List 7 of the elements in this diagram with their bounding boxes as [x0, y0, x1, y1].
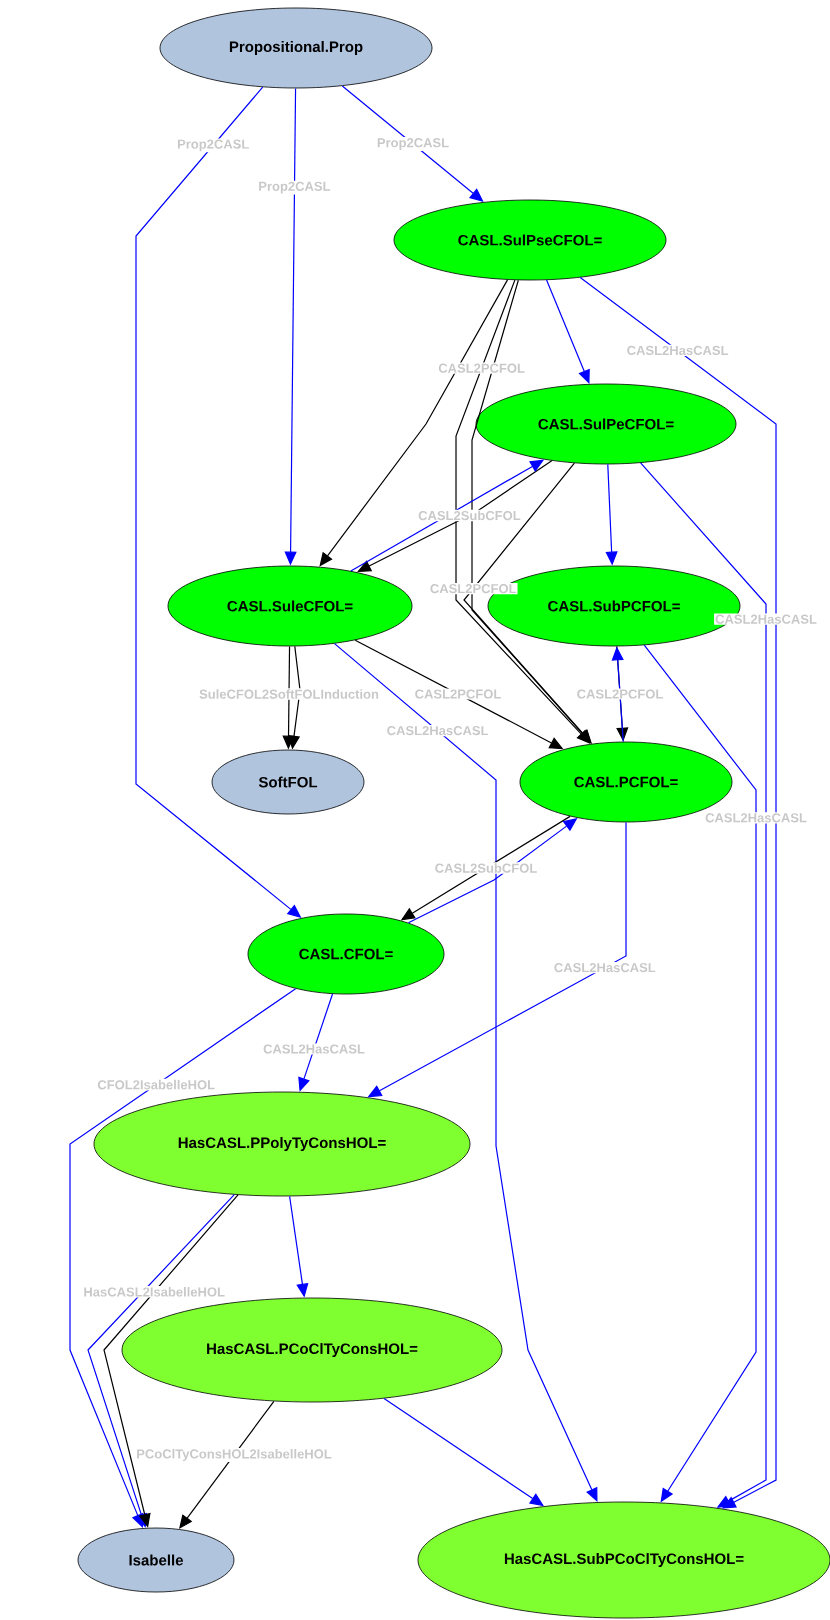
arrow	[319, 279, 509, 567]
arrow	[463, 462, 592, 744]
arrow	[341, 85, 484, 202]
arrow	[579, 276, 777, 1509]
arrow	[179, 1400, 275, 1529]
arrow	[545, 279, 590, 384]
arrow	[640, 462, 767, 1508]
